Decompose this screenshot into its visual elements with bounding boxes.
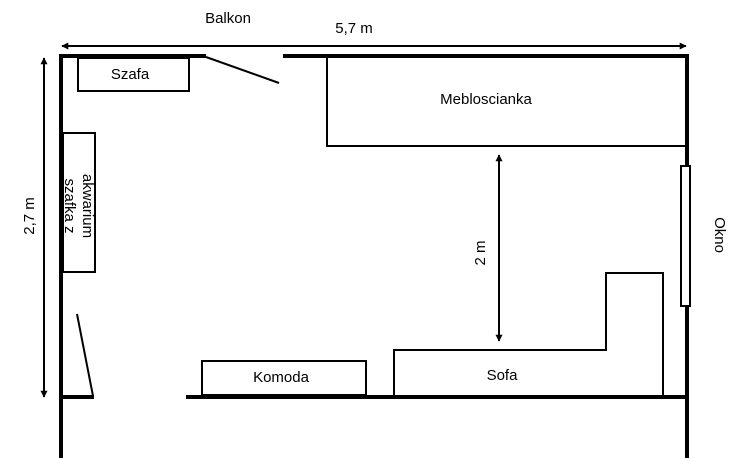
sofa: [393, 272, 664, 395]
aquarium-cabinet-label-line2: akwarium: [79, 174, 96, 238]
height-label: 2,7 m: [21, 197, 38, 235]
balcony-label: Balkon: [205, 10, 251, 27]
wardrobe-label: Szafa: [111, 66, 150, 83]
window: [680, 165, 691, 307]
depth-label: 2 m: [472, 240, 489, 265]
sofa-label: Sofa: [487, 367, 519, 384]
window-label: Okno: [711, 217, 728, 253]
walls: [59, 54, 689, 458]
wardrobe: [77, 57, 190, 92]
balcony-door: [205, 56, 280, 84]
dresser-label: Komoda: [253, 369, 310, 386]
wall-unit: [326, 58, 686, 147]
wall-unit-label: Mebloscianka: [440, 91, 532, 108]
aquarium-cabinet: [62, 132, 96, 273]
dresser: [201, 360, 367, 396]
aquarium-cabinet-label-line1: szafka z: [61, 178, 78, 233]
entrance-door: [76, 313, 94, 397]
width-label: 5,7 m: [335, 20, 373, 37]
